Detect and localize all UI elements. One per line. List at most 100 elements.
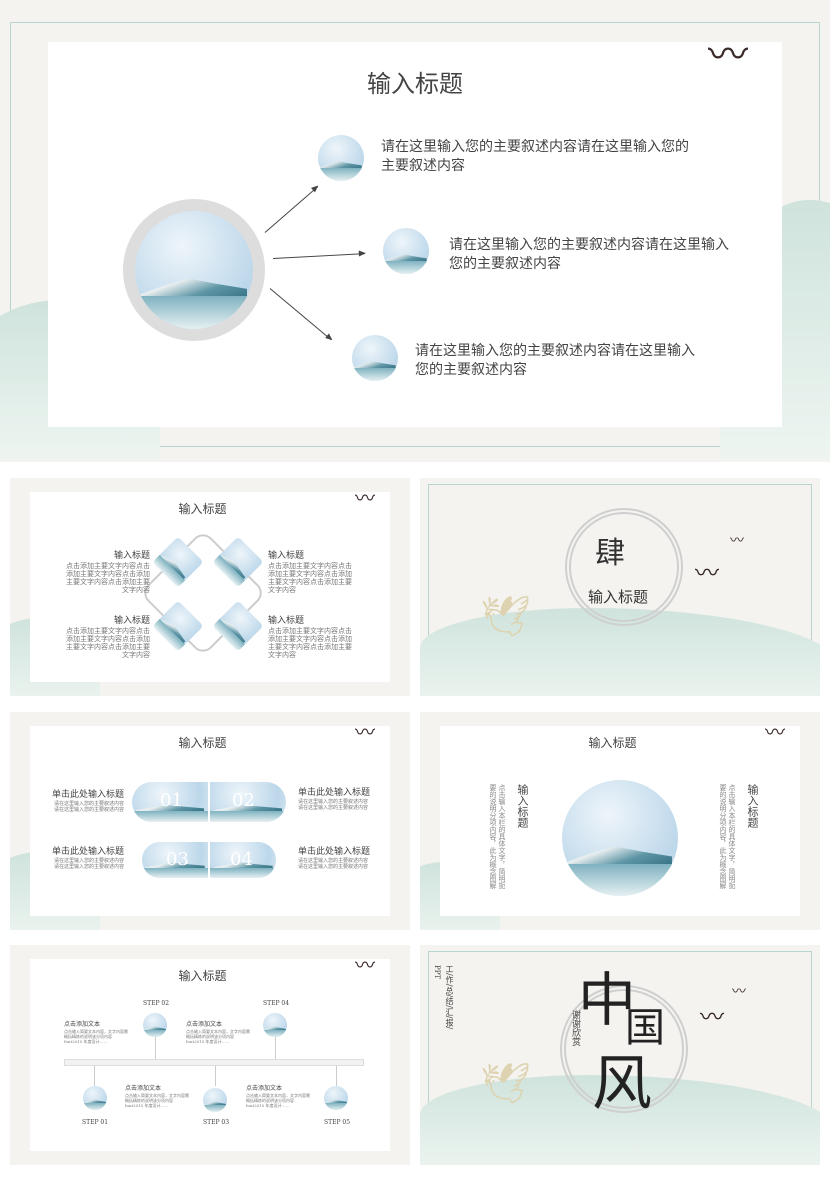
slide-4[interactable]: 〰 输入标题 01 02 03 04 单击此处输入标题请在这里输入您的主要叙述内… <box>10 712 410 930</box>
item-block: 输入标题点击添加主要文字内容点击添加主要文字内容点击添加主要文字内容点击添加主要… <box>268 551 358 594</box>
number-image-04: 04 <box>210 842 276 878</box>
item-block: 输入标题点击添加主要文字内容点击添加主要文字内容点击添加主要文字内容点击添加主要… <box>60 616 150 659</box>
section-numeral: 肆 <box>595 536 625 571</box>
item-text: 点击输入简要文本内容，文字内容需概括精炼的说明该分项内容 font2015 年度… <box>246 1093 310 1108</box>
item-heading: 单击此处输入标题 <box>298 788 371 798</box>
item-text: 请在这里输入您的主要叙述内容请在这里输入您的主要叙述内容 <box>449 237 729 272</box>
step-connector <box>215 1066 216 1086</box>
item-text: 请在这里输入您的主要叙述内容请在这里输入您的主要叙述内容 <box>381 139 689 174</box>
number-label: 04 <box>230 849 253 870</box>
step-connector <box>155 1037 156 1059</box>
content-panel <box>30 492 390 682</box>
item-text: 点击输入简要文本内容，文字内容需概括精炼的说明该分项内容 font2015 年度… <box>125 1093 189 1108</box>
step-image <box>263 1013 287 1037</box>
section-title: 输入标题 <box>588 588 649 606</box>
item-block: 单击此处输入标题请在这里输入您的主要叙述内容请在这里输入您的主要叙述内容 <box>298 788 372 811</box>
number-image-02: 02 <box>210 782 286 822</box>
swallow-icon: 〰 <box>695 559 719 587</box>
item-text: 请在这里输入您的主要叙述内容请在这里输入您的主要叙述内容 <box>415 343 695 378</box>
number-label: 01 <box>160 790 183 811</box>
big-char-guo: 国 <box>625 1005 665 1051</box>
item-text: 点击添加主要文字内容点击添加主要文字内容点击添加主要文字内容点击添加主要文字内容 <box>66 562 150 594</box>
item-heading: 输入标题 <box>113 551 150 561</box>
slide-2[interactable]: 〰 输入标题 输入标题点击添加主要文字内容点击添加主要文字内容点击添加主要文字内… <box>10 478 410 696</box>
ppt-label: PPT <box>433 965 441 980</box>
slide-title: 输入标题 <box>178 736 227 750</box>
item-block: 单击此处输入标题请在这里输入您的主要叙述内容请在这里输入您的主要叙述内容 <box>298 847 372 870</box>
landscape-image <box>352 335 398 381</box>
item-text: 请在这里输入您的主要叙述内容请在这里输入您的主要叙述内容 <box>53 801 124 813</box>
item-text: 请在这里输入您的主要叙述内容请在这里输入您的主要叙述内容 <box>53 858 124 870</box>
swallow-icon: 〰 <box>355 486 375 510</box>
item-block: 点击添加文本点击输入简要文本内容，文字内容需概括精炼的说明该分项内容 font2… <box>186 1021 252 1044</box>
step-label: STEP 01 <box>82 1119 109 1126</box>
crane-icon: 🕊 <box>480 1061 531 1107</box>
item-block: 点击添加文本点击输入简要文本内容，文字内容需概括精炼的说明该分项内容 font2… <box>125 1085 191 1108</box>
number-image-01: 01 <box>132 782 208 822</box>
item-heading: 输入标题 <box>268 616 305 626</box>
item-heading: 单击此处输入标题 <box>51 847 124 857</box>
item-text: 点击添加主要文字内容点击添加主要文字内容点击添加主要文字内容点击添加主要文字内容 <box>268 627 352 659</box>
number-image-03: 03 <box>142 842 208 878</box>
big-char-zhong: 中 <box>578 966 637 1034</box>
item-text: 请在这里输入您的主要叙述内容请在这里输入您的主要叙述内容 <box>298 799 369 811</box>
slide-5[interactable]: 〰 输入标题 输入标题 点击输入本栏的具体文字，简明扼要的说明分项内容，此为概念… <box>420 712 820 930</box>
swallow-icon: 〰 <box>700 1003 724 1031</box>
slide-7[interactable]: PPT 工/作/总/结/汇/报/ 中 国 风 谢谢欣赏 🕊 〰 〰 <box>420 945 820 1165</box>
item-text: 点击添加主要文字内容点击添加主要文字内容点击添加主要文字内容点击添加主要文字内容 <box>268 562 352 594</box>
step-image <box>203 1088 227 1112</box>
slide-title: 输入标题 <box>367 70 463 98</box>
item-block: 单击此处输入标题请在这里输入您的主要叙述内容请在这里输入您的主要叙述内容 <box>50 790 124 813</box>
swallow-icon: 〰 <box>708 32 748 78</box>
step-label: STEP 02 <box>143 1000 170 1007</box>
step-label: STEP 03 <box>203 1119 230 1126</box>
subtitle: 工/作/总/结/汇/报/ <box>445 965 454 1030</box>
slide-title: 输入标题 <box>178 502 227 516</box>
item-block: 单击此处输入标题请在这里输入您的主要叙述内容请在这里输入您的主要叙述内容 <box>50 847 124 870</box>
slide-title: 输入标题 <box>178 969 227 983</box>
ornament-circle <box>565 508 683 626</box>
item-text: 请在这里输入您的主要叙述内容请在这里输入您的主要叙述内容 <box>298 858 369 870</box>
slide-1[interactable]: 〰 输入标题 请在这里输入您的主要叙述内容请在这里输入您的主要叙述内容 请在这里… <box>0 0 830 462</box>
timeline-bar <box>64 1059 364 1066</box>
step-connector <box>275 1037 276 1059</box>
item-heading: 单击此处输入标题 <box>298 847 371 857</box>
item-heading: 点击添加文本 <box>64 1021 101 1028</box>
step-label: STEP 04 <box>263 1000 290 1007</box>
slide-6[interactable]: 〰 输入标题 STEP 01 STEP 02 STEP 03 STEP 04 S… <box>10 945 410 1165</box>
step-image <box>83 1086 107 1110</box>
left-heading: 输入标题 <box>516 784 529 828</box>
ornament-circle <box>560 985 688 1113</box>
item-heading: 点击添加文本 <box>186 1021 223 1028</box>
item-text: 点击输入简要文本内容，文字内容需概括精炼的说明该分项内容 font2015 年度… <box>64 1029 128 1044</box>
landscape-image <box>383 228 429 274</box>
swallow-icon: 〰 <box>355 953 375 977</box>
number-label: 03 <box>166 849 189 870</box>
right-text: 点击输入本栏的具体文字，简明扼要的说明分项内容，此为概念图解 <box>719 784 736 889</box>
landscape-image <box>318 135 364 181</box>
thanks-text: 谢谢欣赏 <box>570 1010 580 1046</box>
item-block: 点击添加文本点击输入简要文本内容，文字内容需概括精炼的说明该分项内容 font2… <box>64 1021 130 1044</box>
step-image <box>143 1013 167 1037</box>
item-block: 输入标题点击添加主要文字内容点击添加主要文字内容点击添加主要文字内容点击添加主要… <box>268 616 358 659</box>
step-connector <box>94 1066 95 1086</box>
swallow-icon: 〰 <box>355 720 375 744</box>
number-label: 02 <box>232 790 255 811</box>
item-block: 输入标题点击添加主要文字内容点击添加主要文字内容点击添加主要文字内容点击添加主要… <box>60 551 150 594</box>
right-heading: 输入标题 <box>746 784 759 828</box>
item-heading: 单击此处输入标题 <box>51 790 124 800</box>
content-panel <box>30 959 390 1151</box>
big-char-feng: 风 <box>592 1049 652 1119</box>
item-heading: 输入标题 <box>113 616 150 626</box>
step-image <box>324 1086 348 1110</box>
swallow-icon: 〰 <box>732 984 746 1000</box>
slide-title: 输入标题 <box>588 736 637 750</box>
slide-3[interactable]: 肆 输入标题 🕊 〰 〰 <box>420 478 820 696</box>
item-heading: 点击添加文本 <box>246 1085 283 1092</box>
item-text: 点击输入简要文本内容，文字内容需概括精炼的说明该分项内容 font2015 年度… <box>186 1029 250 1044</box>
item-block: 点击添加文本点击输入简要文本内容，文字内容需概括精炼的说明该分项内容 font2… <box>246 1085 312 1108</box>
item-text: 点击添加主要文字内容点击添加主要文字内容点击添加主要文字内容点击添加主要文字内容 <box>66 627 150 659</box>
item-heading: 点击添加文本 <box>125 1085 162 1092</box>
step-connector <box>336 1066 337 1086</box>
swallow-icon: 〰 <box>730 533 744 549</box>
